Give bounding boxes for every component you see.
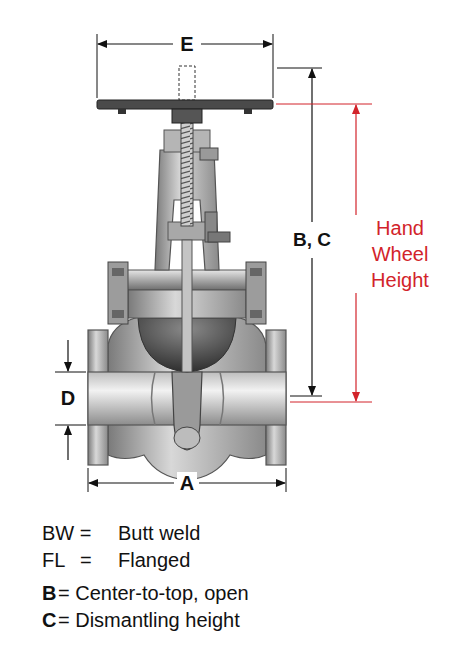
dimension-label: B, C xyxy=(290,229,334,251)
legend-key: FL xyxy=(42,549,65,572)
dimension-label: Hand Wheel Height xyxy=(351,215,449,293)
dimension-label: D xyxy=(58,387,78,410)
legend-key: BW = xyxy=(42,522,91,545)
legend-text: = Center-to-top, open xyxy=(58,582,249,605)
legend-key: = xyxy=(80,549,92,572)
legend-text: Flanged xyxy=(118,549,190,572)
dimension-label: A xyxy=(177,472,197,495)
legend-key: B xyxy=(42,582,56,605)
legend-text: Butt weld xyxy=(118,522,200,545)
legend-key: C xyxy=(42,609,56,632)
legend-text: = Dismantling height xyxy=(58,609,240,632)
dimension-label: E xyxy=(177,33,196,56)
